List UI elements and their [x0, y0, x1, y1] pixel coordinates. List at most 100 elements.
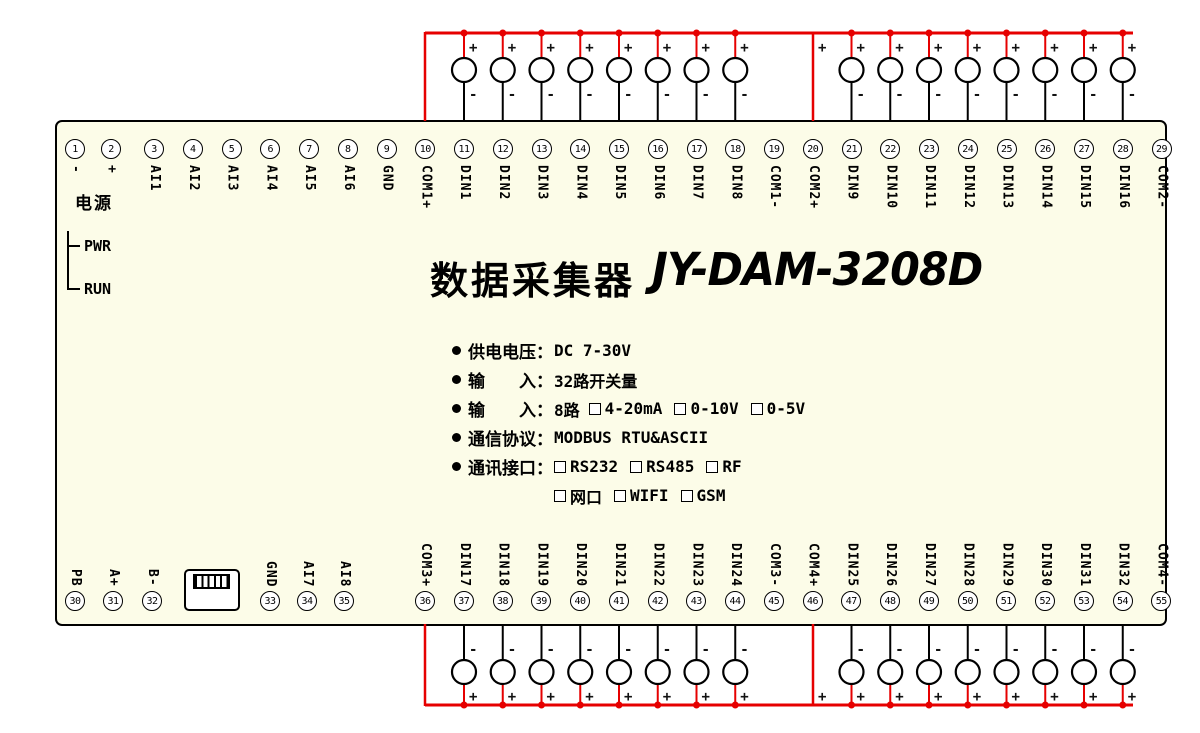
led-bracket-line: [67, 231, 69, 290]
polarity-plus: +: [740, 689, 748, 705]
polarity-plus: +: [818, 40, 826, 56]
junction-dot: [615, 29, 623, 37]
switch-contact: [567, 56, 594, 84]
switch-contact: [877, 658, 904, 686]
terminal-label-22: DIN10: [883, 165, 899, 210]
run-led-label: RUN: [84, 280, 112, 298]
terminal-35: 35: [334, 591, 354, 611]
terminal-21: 21: [841, 139, 862, 159]
pwr-led-tick: [67, 245, 80, 247]
polarity-plus: +: [1012, 40, 1020, 56]
polarity-minus: -: [469, 87, 477, 103]
polarity-minus: -: [585, 642, 593, 658]
terminal-label-8: AI6: [340, 165, 356, 192]
switch-contact: [1109, 658, 1136, 686]
switch-contact: [1032, 658, 1059, 686]
junction-dot: [1119, 29, 1127, 37]
terminal-28: 28: [1112, 139, 1133, 159]
terminal-42: 42: [647, 591, 668, 611]
polarity-plus: +: [973, 40, 981, 56]
terminal-32: 32: [142, 591, 162, 611]
terminal-5: 5: [221, 139, 242, 159]
bullet-icon: [452, 346, 461, 355]
switch-contact: [1109, 56, 1136, 84]
switch-contact: [450, 56, 478, 84]
bullet-icon: [452, 462, 461, 471]
terminal-label-26: DIN14: [1038, 165, 1054, 210]
polarity-plus: +: [624, 40, 632, 56]
polarity-plus: +: [1128, 689, 1136, 705]
terminal-30: 30: [65, 591, 85, 611]
checkbox-icon: [674, 402, 687, 415]
rj45-pins-icon: [193, 574, 230, 589]
polarity-minus: -: [508, 87, 516, 103]
polarity-minus: -: [663, 642, 671, 658]
spec-label: 供电电压：: [468, 343, 553, 363]
terminal-label-54: DIN32: [1115, 542, 1131, 587]
polarity-minus: -: [1128, 642, 1136, 658]
junction-dot: [1080, 29, 1088, 37]
junction-dot: [538, 29, 545, 37]
terminal-15: 15: [609, 139, 629, 159]
polarity-minus: -: [547, 642, 555, 658]
terminal-37: 37: [453, 591, 474, 611]
terminal-45: 45: [763, 591, 784, 611]
terminal-label-21: DIN9: [844, 165, 860, 201]
terminal-label-23: DIN11: [922, 165, 937, 210]
terminal-label-18: DIN8: [728, 165, 744, 201]
terminal-6: 6: [260, 139, 281, 159]
terminal-label-36: COM3+: [418, 542, 433, 587]
terminal-38: 38: [492, 591, 513, 611]
bullet-icon: [452, 404, 461, 413]
switch-contact: [1032, 56, 1059, 84]
spec-option: GSM: [680, 486, 725, 505]
terminal-8: 8: [337, 139, 358, 159]
terminal-label-43: DIN23: [689, 542, 705, 587]
polarity-minus: -: [740, 87, 748, 103]
switch-contact: [1070, 658, 1098, 686]
terminal-2: 2: [101, 139, 121, 159]
checkbox-icon: [588, 402, 601, 415]
terminal-label-11: DIN1: [457, 165, 472, 201]
polarity-plus: +: [740, 40, 748, 56]
terminal-14: 14: [570, 139, 591, 159]
junction-dot: [615, 701, 623, 709]
terminal-label-9: GND: [379, 165, 395, 192]
terminal-46: 46: [802, 591, 823, 611]
option-label: 4-20mA: [604, 399, 663, 418]
polarity-plus: +: [1050, 40, 1058, 56]
polarity-plus: +: [818, 689, 826, 705]
switch-contact: [722, 658, 749, 686]
terminal-44: 44: [725, 591, 745, 611]
junction-dot: [1041, 29, 1049, 37]
polarity-minus: -: [973, 642, 981, 658]
terminal-43: 43: [686, 591, 707, 611]
polarity-minus: -: [547, 87, 555, 103]
junction-dot: [499, 701, 507, 709]
bullet-icon: [452, 433, 461, 442]
junction-dot: [886, 29, 894, 37]
terminal-12: 12: [492, 139, 513, 159]
power-terminal-label: 电源: [75, 194, 113, 214]
terminal-label-19: COM1-: [767, 165, 782, 210]
polarity-plus: +: [585, 689, 593, 705]
terminal-17: 17: [686, 139, 707, 159]
terminal-label-12: DIN2: [495, 165, 511, 201]
polarity-plus: +: [934, 689, 942, 705]
switch-contact: [915, 56, 943, 84]
switch-contact: [877, 56, 904, 84]
terminal-label-42: DIN22: [650, 542, 666, 587]
terminal-label-41: DIN21: [611, 542, 627, 587]
terminal-label-51: DIN29: [999, 542, 1015, 587]
terminal-label-46: COM4+: [805, 542, 821, 587]
spec-line-4: 通信协议：MODBUS RTU&ASCII: [452, 423, 817, 452]
junction-dot: [848, 701, 855, 709]
polarity-minus: -: [508, 642, 516, 658]
polarity-minus: -: [934, 87, 942, 103]
polarity-minus: -: [1089, 642, 1097, 658]
polarity-minus: -: [702, 642, 710, 658]
terminal-label-20: COM2+: [805, 165, 821, 210]
terminal-label-14: DIN4: [573, 165, 589, 201]
